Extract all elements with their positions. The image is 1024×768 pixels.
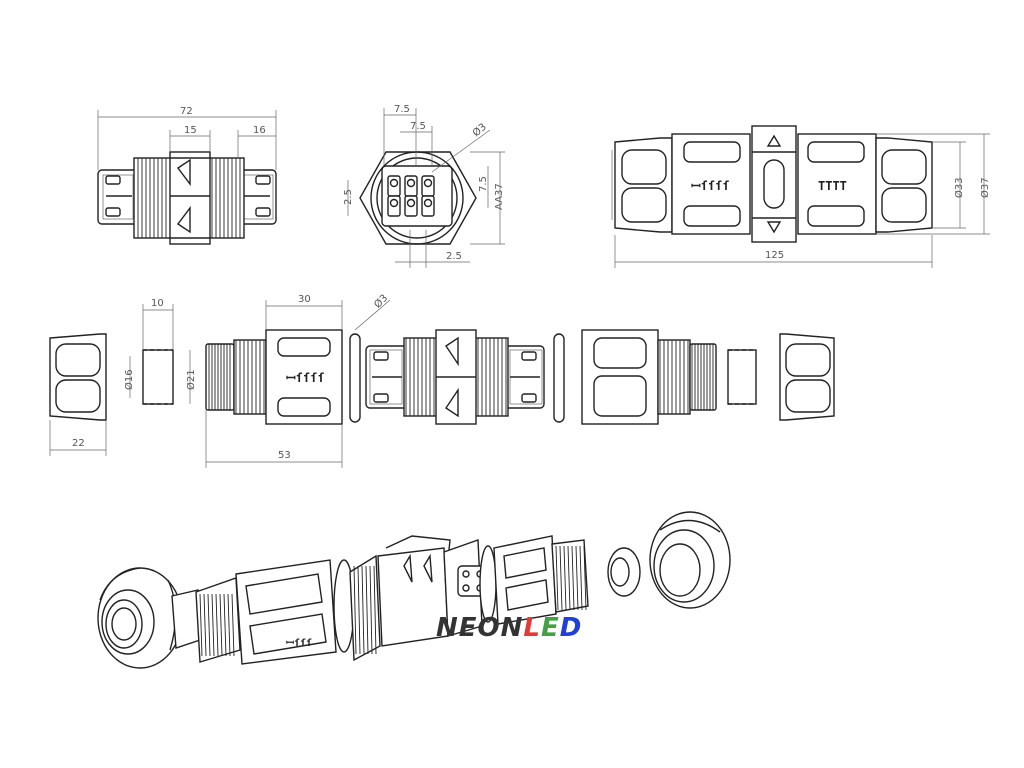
thread-line — [579, 545, 583, 611]
side-view: ꟷſſſſ TTTT 125 Ø33 Ø37 — [611, 125, 991, 268]
dim-top-width: 72 — [180, 106, 193, 117]
thread-line — [571, 545, 575, 611]
dim-face-b: 7.5 — [410, 121, 426, 132]
dim-side-length: 125 — [765, 250, 784, 261]
iso-nut-mark: ꟷſſſ — [286, 638, 312, 649]
thread-line — [555, 545, 559, 611]
dim-top-center: 15 — [184, 125, 197, 136]
thread-line — [203, 593, 207, 657]
thread-line — [361, 565, 365, 655]
side-left-mark: ꟷſſſſ — [691, 179, 730, 193]
thread-line — [211, 593, 215, 657]
thread-line — [215, 593, 219, 657]
dim-face-dia: Ø3 — [470, 121, 489, 139]
dim-side-dia37: Ø37 — [979, 177, 991, 198]
dim-seal-dia16: Ø16 — [123, 369, 135, 390]
face-view: 7.5 7.5 Ø3 2.5 7.5 AA37 2.5 — [343, 104, 505, 268]
thread-line — [231, 593, 235, 657]
dim-side-dia33: Ø33 — [953, 177, 965, 198]
brand-logo: NEONLED — [436, 613, 582, 643]
nut-mark: ꟷſſſſ — [286, 371, 325, 385]
thread-line — [219, 593, 223, 657]
thread-line — [199, 593, 203, 657]
dim-top-right: 16 — [253, 125, 266, 136]
pin-hole — [406, 198, 416, 208]
pin-hole — [423, 178, 433, 188]
pin-hole — [389, 198, 399, 208]
dim-face-right: 7.5 — [478, 176, 489, 192]
thread-line — [563, 545, 567, 611]
thread-line — [207, 593, 211, 657]
side-right-mark: TTTT — [818, 179, 847, 193]
thread-line — [365, 565, 369, 655]
isometric-view: ꟷſſſ NEONLED — [97, 511, 731, 669]
dim-face-left: 2.5 — [343, 189, 354, 205]
thread-line — [559, 545, 563, 611]
dim-cap-width: 22 — [72, 438, 85, 449]
thread-line — [357, 565, 361, 655]
thread-line — [353, 565, 357, 655]
dim-nut-width: 30 — [298, 294, 311, 305]
thread-line — [373, 565, 377, 655]
dim-seal-dia21: Ø21 — [185, 369, 197, 390]
thread-line — [369, 565, 373, 655]
exploded-view: 22 10 Ø16 Ø21 ꟷſſſſ 30 53 Ø3 — [49, 292, 835, 468]
thread-line — [575, 545, 579, 611]
dim-nut-length: 53 — [278, 450, 291, 461]
pin-hole — [406, 178, 416, 188]
thread-line — [227, 593, 231, 657]
dim-face-bottom: 2.5 — [446, 251, 462, 262]
dim-face-a: 7.5 — [394, 104, 410, 115]
thread-line — [223, 593, 227, 657]
dim-face-aa: AA37 — [494, 183, 505, 210]
thread-line — [583, 545, 587, 611]
thread-line — [567, 545, 571, 611]
pin-hole — [423, 198, 433, 208]
top-view: 72 15 16 — [97, 106, 277, 245]
dim-seal-width: 10 — [151, 298, 164, 309]
pin-hole — [389, 178, 399, 188]
dim-oring-dia: Ø3 — [372, 292, 391, 311]
